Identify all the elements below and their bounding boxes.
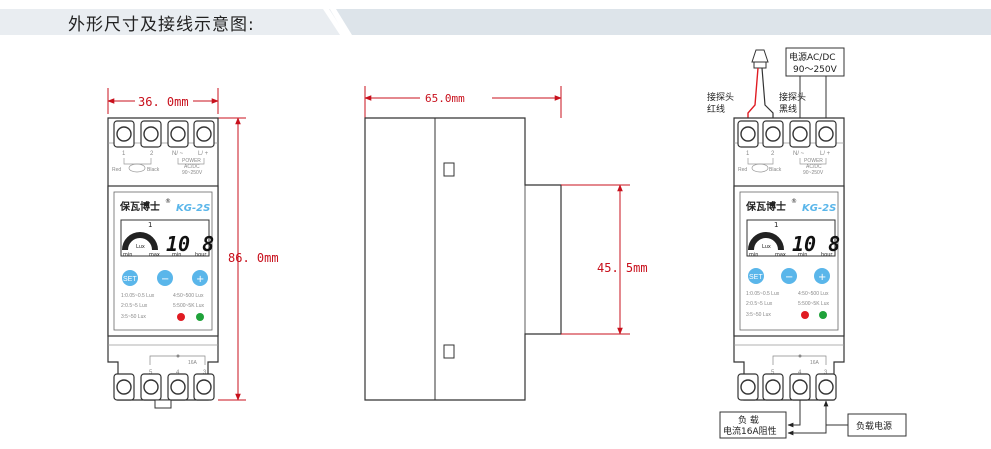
svg-text:16A: 16A xyxy=(810,360,820,366)
svg-text:4:50~500 Lux: 4:50~500 Lux xyxy=(173,293,204,299)
wiring-view: 接探头 红线 接探头 黑线 电源AC/DC 90～250V 1 2 N/ ~ L… xyxy=(707,47,907,439)
side-view: 65.0mm 45. 5mm xyxy=(364,86,648,401)
svg-text:Black: Black xyxy=(147,167,160,173)
minus-button[interactable] xyxy=(157,270,173,286)
svg-text:min: min xyxy=(123,252,132,258)
svg-text:−: − xyxy=(785,272,793,283)
svg-text:L/ +: L/ + xyxy=(820,151,831,157)
svg-text:1: 1 xyxy=(774,221,778,229)
svg-text:Lux: Lux xyxy=(762,244,771,250)
side-height-label: 45. 5mm xyxy=(597,261,648,275)
svg-text:1: 1 xyxy=(746,151,750,157)
svg-text:3:5~50 Lux: 3:5~50 Lux xyxy=(746,312,771,318)
svg-text:黑线: 黑线 xyxy=(779,103,797,115)
front-view: 36. 0mm 86. 0mm 1 2 N/ ~ L/ + Red Black … xyxy=(107,88,279,409)
front-width-label: 36. 0mm xyxy=(138,95,189,109)
svg-text:®: ® xyxy=(791,198,797,205)
page-title: 外形尺寸及接线示意图: xyxy=(68,15,255,35)
svg-text:3: 3 xyxy=(203,370,207,376)
wiring-green-led xyxy=(819,311,827,319)
svg-text:+: + xyxy=(818,272,826,283)
svg-text:N/ ~: N/ ~ xyxy=(793,151,805,157)
svg-text:5:500~5K Lux: 5:500~5K Lux xyxy=(173,303,204,309)
load-box xyxy=(719,411,787,439)
svg-text:1:0.05~0.5 Lux: 1:0.05~0.5 Lux xyxy=(746,291,780,297)
svg-text:L/ +: L/ + xyxy=(198,151,209,157)
svg-text:Red: Red xyxy=(738,167,747,173)
red-led xyxy=(177,313,185,321)
svg-text:90~250V: 90~250V xyxy=(803,170,824,176)
svg-text:10 8: 10 8 xyxy=(166,232,214,256)
svg-text:AC/DC: AC/DC xyxy=(806,164,822,170)
svg-text:16A: 16A xyxy=(188,360,198,366)
svg-text:接探头: 接探头 xyxy=(779,91,806,103)
svg-text:2: 2 xyxy=(150,151,154,157)
svg-text:90~250V: 90~250V xyxy=(182,170,203,176)
svg-text:接探头: 接探头 xyxy=(707,91,734,103)
banner xyxy=(0,9,991,35)
svg-text:SET: SET xyxy=(749,274,763,281)
svg-text:2:0.5~5 Lux: 2:0.5~5 Lux xyxy=(121,303,148,309)
svg-text:min: min xyxy=(749,252,758,258)
svg-text:2: 2 xyxy=(771,151,775,157)
svg-text:电源AC/DC: 电源AC/DC xyxy=(789,51,836,63)
svg-text:Red: Red xyxy=(112,167,121,173)
svg-text:负 载: 负 载 xyxy=(738,414,759,426)
svg-text:+: + xyxy=(196,274,204,285)
wiring-minus-button[interactable] xyxy=(781,268,797,284)
set-button[interactable] xyxy=(122,270,138,286)
svg-text:10 8: 10 8 xyxy=(792,232,840,256)
svg-text:SET: SET xyxy=(123,276,137,283)
svg-text:4: 4 xyxy=(798,370,802,376)
svg-text:−: − xyxy=(161,274,169,285)
wiring-red-led xyxy=(801,311,809,319)
svg-text:POWER: POWER xyxy=(804,158,823,164)
svg-text:max: max xyxy=(775,252,786,258)
svg-text:5: 5 xyxy=(149,370,153,376)
wiring-set-button[interactable] xyxy=(748,268,764,284)
svg-text:1: 1 xyxy=(122,151,126,157)
side-width-label: 65.0mm xyxy=(425,92,465,105)
svg-text:hour: hour xyxy=(195,252,207,258)
plus-button[interactable] xyxy=(192,270,208,286)
svg-text:Black: Black xyxy=(769,167,782,173)
svg-text:电流16A阻性: 电流16A阻性 xyxy=(723,425,777,437)
front-height-label: 86. 0mm xyxy=(228,251,279,265)
svg-text:hour: hour xyxy=(821,252,833,258)
svg-text:3: 3 xyxy=(824,370,828,376)
green-led xyxy=(196,313,204,321)
svg-text:4: 4 xyxy=(176,370,180,376)
svg-text:Lux: Lux xyxy=(136,244,145,250)
svg-text:4:50~500 Lux: 4:50~500 Lux xyxy=(798,291,829,297)
svg-text:红线: 红线 xyxy=(707,103,725,115)
svg-text:1:0.05~0.5 Lux: 1:0.05~0.5 Lux xyxy=(121,293,155,299)
svg-text:N/ ~: N/ ~ xyxy=(172,151,184,157)
svg-text:min: min xyxy=(172,252,181,258)
svg-text:负载电源: 负载电源 xyxy=(856,420,892,432)
svg-text:KG-2S: KG-2S xyxy=(802,203,836,214)
svg-text:保瓦博士: 保瓦博士 xyxy=(745,200,786,213)
svg-text:5: 5 xyxy=(771,370,775,376)
svg-text:5:500~5K Lux: 5:500~5K Lux xyxy=(798,301,829,307)
model-label: KG-2S xyxy=(176,203,210,214)
svg-text:POWER: POWER xyxy=(182,158,201,164)
load-supply-box xyxy=(847,413,907,437)
svg-text:AC/DC: AC/DC xyxy=(184,164,200,170)
svg-text:min: min xyxy=(798,252,807,258)
svg-text:1: 1 xyxy=(148,221,152,229)
supply-box xyxy=(785,47,845,77)
svg-text:3:5~50 Lux: 3:5~50 Lux xyxy=(121,314,146,320)
svg-text:max: max xyxy=(149,252,160,258)
svg-text:90～250V: 90～250V xyxy=(793,65,838,75)
svg-text:®: ® xyxy=(165,198,171,205)
wiring-plus-button[interactable] xyxy=(814,268,830,284)
brand-label: 保瓦博士 xyxy=(119,200,160,213)
svg-text:2:0.5~5 Lux: 2:0.5~5 Lux xyxy=(746,301,773,307)
